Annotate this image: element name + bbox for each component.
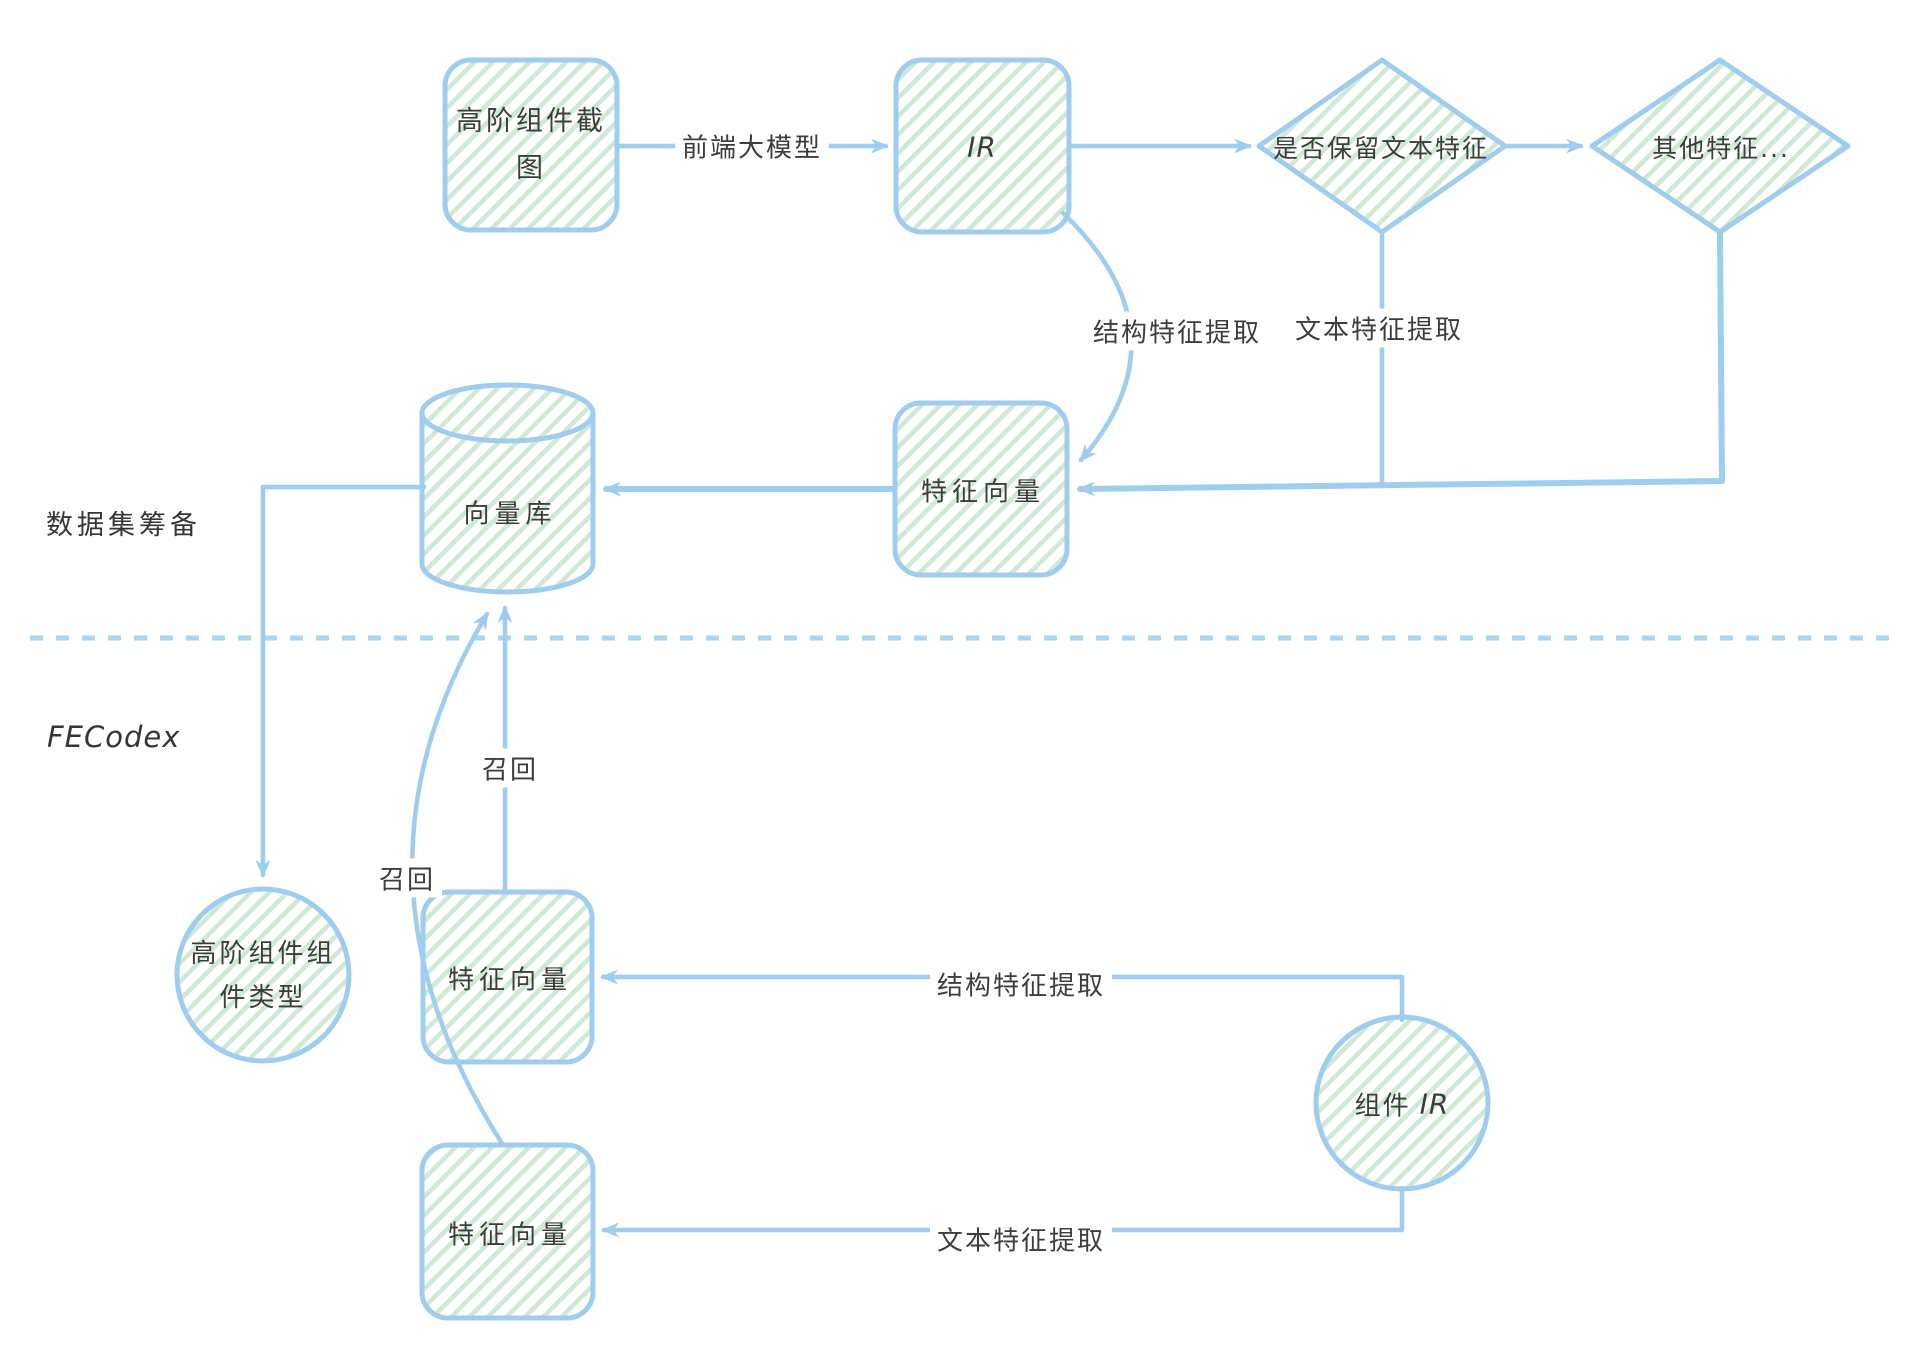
edge-label-recall-left[interactable]: 召回 (371, 858, 443, 898)
feature-vector-mid-label[interactable]: 特征向量 (447, 965, 573, 996)
section-label-dataset-prep[interactable]: 数据集筹备 (46, 510, 201, 541)
arrow-other-features-to-fv-top[interactable] (1077, 231, 1725, 497)
screenshot-box-label[interactable]: 高阶组件截 图 (456, 106, 606, 184)
feature-vector-bottom-label[interactable]: 特征向量 (447, 1220, 573, 1251)
edge-label-text-extract-bottom[interactable]: 文本特征提取 (929, 1219, 1113, 1259)
vector-db-label[interactable]: 向量库 (463, 499, 557, 530)
arrow-component-ir-struct-extract[interactable] (600, 969, 1405, 1023)
keep-text-diamond-label[interactable]: 是否保留文本特征 (1272, 134, 1490, 163)
hoc-type-circle-label[interactable]: 高阶组件组 件类型 (190, 939, 336, 1013)
other-features-diamond-label[interactable]: 其他特征... (1652, 134, 1790, 163)
other-features-diamond[interactable] (1589, 57, 1851, 235)
edge-label-struct-extract-bottom[interactable]: 结构特征提取 (929, 964, 1113, 1004)
arrow-vector-db-to-hoc-type[interactable] (255, 484, 427, 878)
section-label-fecodex[interactable]: FECodex (47, 720, 181, 754)
edge-label-frontend-llm[interactable]: 前端大模型 (674, 126, 830, 166)
arrow-component-ir-text-extract[interactable] (601, 1185, 1405, 1238)
hoc-type-circle[interactable] (174, 886, 352, 1064)
edge-label-recall-right[interactable]: 召回 (474, 748, 546, 788)
feature-vector-bottom-box[interactable] (419, 1142, 596, 1321)
feature-vector-mid-box[interactable] (420, 889, 595, 1065)
ir-box-label[interactable]: IR (967, 130, 997, 164)
component-ir-circle-label[interactable]: 组件 IR (1354, 1087, 1450, 1122)
vector-db-cylinder[interactable] (419, 382, 596, 595)
edge-label-text-extract-top[interactable]: 文本特征提取 (1287, 308, 1471, 348)
feature-vector-top-label[interactable]: 特征向量 (920, 477, 1046, 508)
edge-label-struct-extract-top[interactable]: 结构特征提取 (1085, 311, 1269, 351)
